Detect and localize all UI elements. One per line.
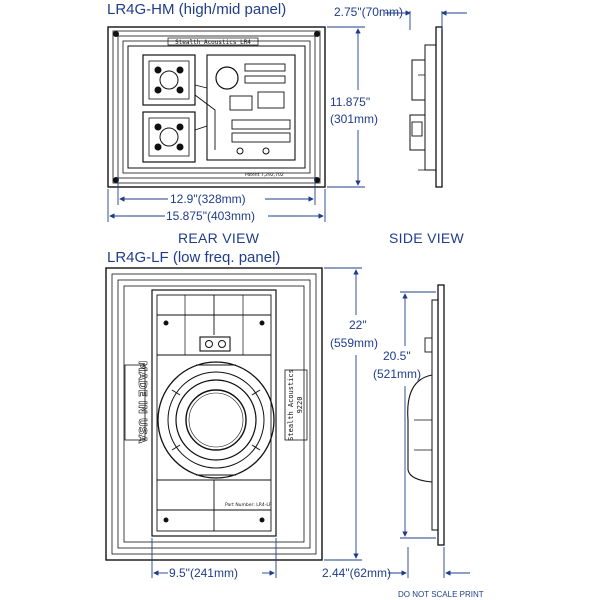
hm-side-view bbox=[409, 26, 443, 188]
side-view-label: SIDE VIEW bbox=[389, 230, 465, 246]
hm-capacitor bbox=[215, 66, 239, 90]
hm-rear-view bbox=[107, 26, 326, 188]
lf-side-view bbox=[407, 284, 445, 546]
footer-note: DO NOT SCALE PRINT bbox=[398, 590, 484, 599]
hm-brand-text: Stealth Acoustics LR4 bbox=[175, 39, 251, 46]
hm-height-in: 11.875" bbox=[330, 95, 371, 109]
lf-brand-text: Stealth Acoustics bbox=[287, 369, 295, 441]
lf-model-text: 9220 bbox=[296, 397, 304, 414]
hm-driver-lower bbox=[142, 111, 196, 163]
lf-woofer-frame bbox=[157, 361, 275, 479]
lf-panel-title: LR4G-LF (low freq. panel) bbox=[107, 249, 281, 266]
rear-view-label: REAR VIEW bbox=[178, 230, 260, 246]
hm-outer-width: 15.875"(403mm) bbox=[166, 209, 255, 223]
lf-height-mm: (559mm) bbox=[330, 336, 379, 350]
lf-depth-dim: 2.44"(62mm) bbox=[322, 566, 391, 580]
lf-inner-height-in: 20.5" bbox=[383, 349, 411, 363]
lf-inner-frame bbox=[151, 289, 277, 537]
hm-depth-dim: 2.75"(70mm) bbox=[334, 5, 403, 19]
hm-driver-upper bbox=[142, 54, 196, 106]
hm-crossover-board bbox=[206, 54, 296, 161]
lf-inner-height-mm: (521mm) bbox=[373, 367, 422, 381]
lf-height-in: 22" bbox=[349, 318, 367, 332]
lf-woofer-magnet bbox=[185, 389, 247, 451]
lf-made-in-text: MADE IN USA bbox=[136, 361, 149, 444]
lf-outer-frame bbox=[105, 267, 323, 561]
lf-terminal bbox=[199, 336, 231, 352]
lf-inner-width: 9.5"(241mm) bbox=[169, 566, 238, 580]
hm-patent-text: Patent 7,292,702 bbox=[245, 172, 284, 178]
hm-height-mm: (301mm) bbox=[330, 112, 379, 126]
lf-part-text: Part Number: LR4-LF bbox=[225, 502, 272, 508]
lf-rear-view bbox=[105, 267, 323, 561]
hm-panel-title: LR4G-HM (high/mid panel) bbox=[107, 1, 287, 18]
hm-inner-width: 12.9"(328mm) bbox=[170, 192, 246, 206]
hm-outer-frame bbox=[107, 26, 326, 188]
